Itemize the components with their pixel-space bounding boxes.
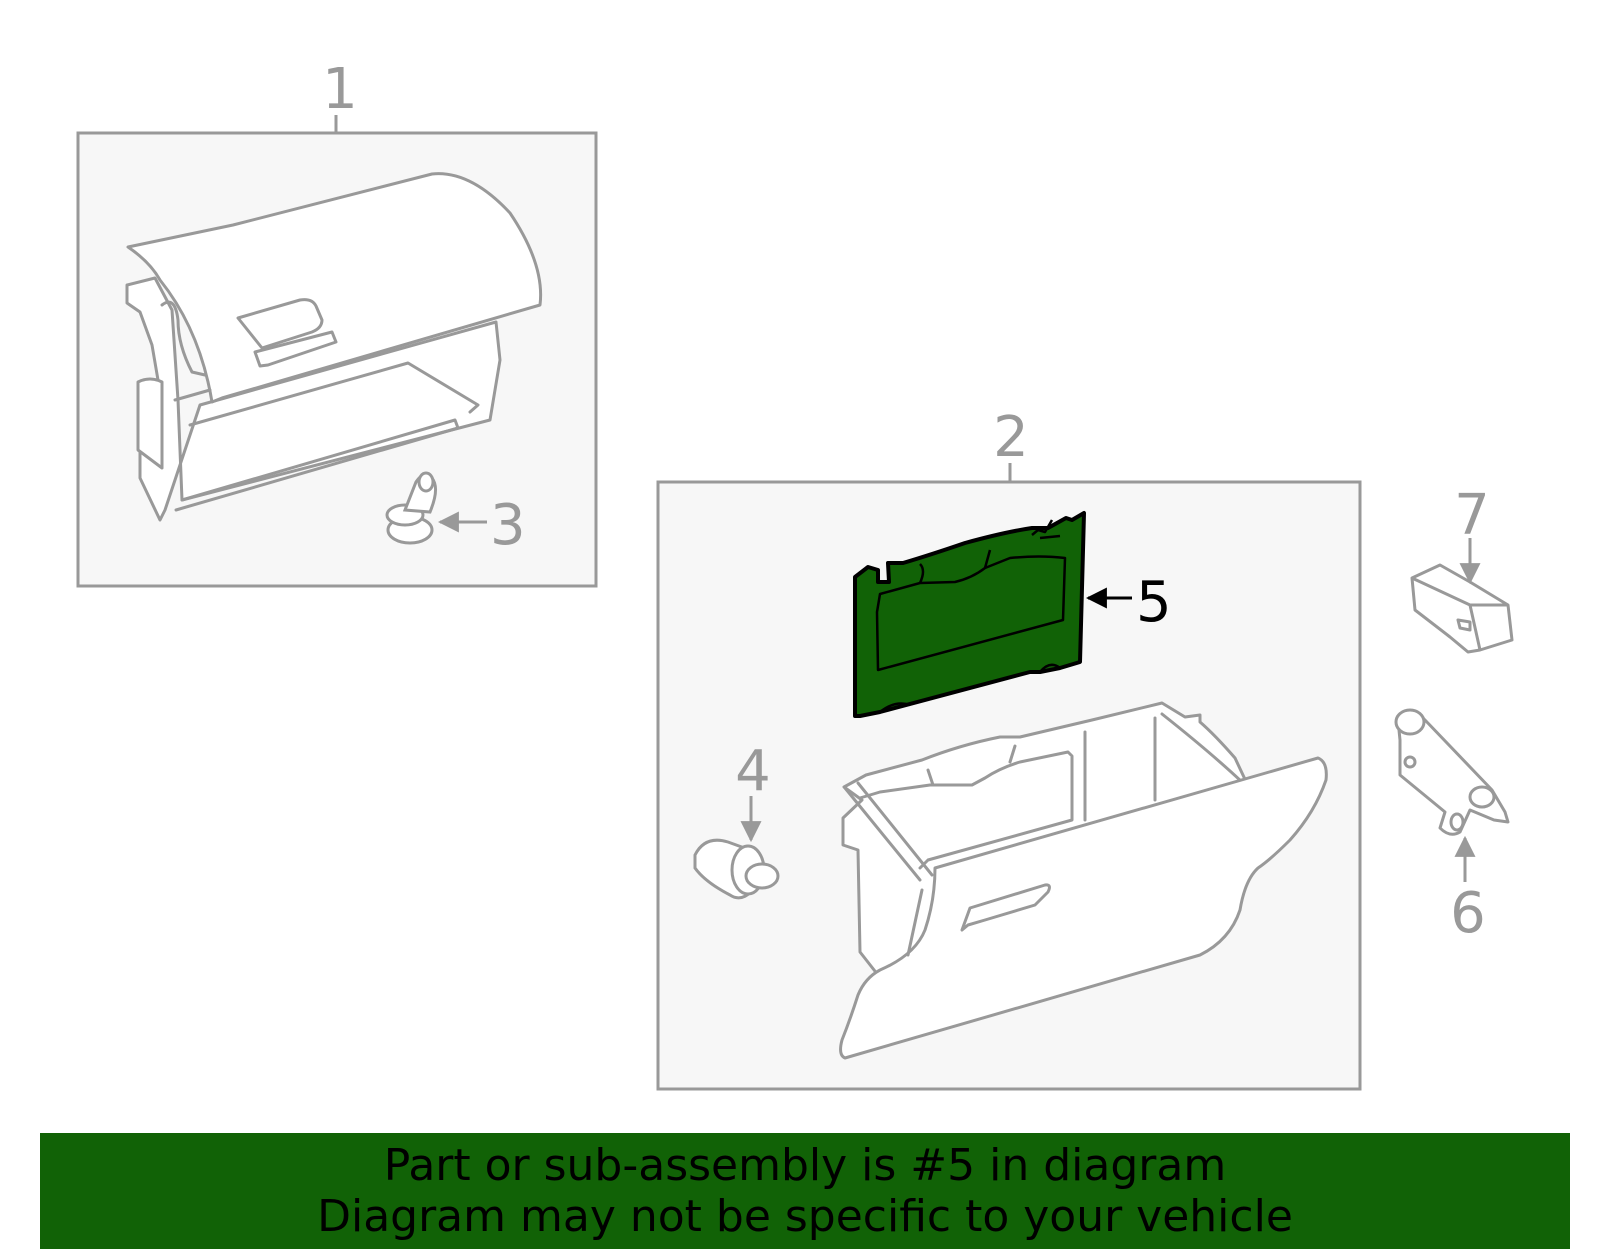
callout-3[interactable]: 3 bbox=[490, 493, 526, 558]
callout-6[interactable]: 6 bbox=[1450, 881, 1486, 946]
latch-icon bbox=[1410, 563, 1514, 654]
glove-box-icon bbox=[839, 701, 1328, 1060]
banner-line-2: Diagram may not be specific to your vehi… bbox=[317, 1191, 1293, 1242]
banner-line-1: Part or sub-assembly is #5 in diagram bbox=[383, 1140, 1227, 1191]
callout-1[interactable]: 1 bbox=[322, 57, 358, 122]
fastener-clip-icon bbox=[385, 471, 437, 545]
info-banner: Part or sub-assembly is #5 in diagram Di… bbox=[40, 1133, 1570, 1249]
glove-box-door-icon bbox=[125, 172, 543, 522]
callout-5[interactable]: 5 bbox=[1136, 570, 1172, 635]
damper-icon bbox=[1394, 708, 1510, 836]
highlighted-part-5-icon[interactable] bbox=[853, 511, 1086, 718]
callout-2[interactable]: 2 bbox=[993, 405, 1029, 470]
callout-4[interactable]: 4 bbox=[735, 739, 771, 804]
callout-7[interactable]: 7 bbox=[1454, 483, 1490, 548]
lamp-bulb-icon bbox=[693, 838, 780, 900]
